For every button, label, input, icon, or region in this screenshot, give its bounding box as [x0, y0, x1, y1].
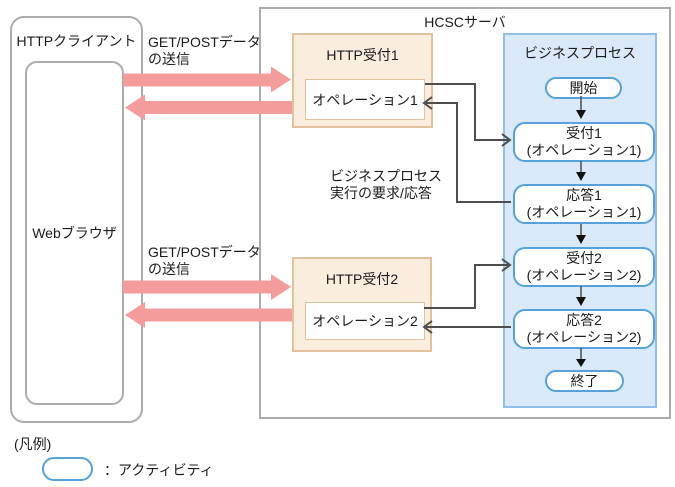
operation-1-box: オペレーション1 [305, 79, 425, 120]
activity-end-label: 終了 [570, 373, 599, 389]
http-client-box: HTTPクライアント Webブラウザ [10, 16, 143, 423]
label-get-post-2-line2: の送信 [148, 261, 190, 277]
activity-reception2: 受付2 (オペレーション2) [513, 247, 655, 287]
legend-caption: (凡例) [14, 436, 52, 452]
label-bp-exec-line1: ビジネスプロセス [330, 168, 442, 184]
activity-reception1-line1: 受付1 [566, 125, 602, 141]
business-process-box: ビジネスプロセス 開始 受付1 (オペレーション1) 応答1 (オペレーション1… [503, 33, 657, 408]
http-client-title: HTTPクライアント [16, 33, 137, 49]
web-browser-box: Webブラウザ [25, 61, 124, 405]
operation-2-label: オペレーション2 [312, 313, 418, 329]
hcsc-server-title: HCSCサーバ [424, 14, 506, 30]
http-reception-2-box: HTTP受付2 オペレーション2 [292, 257, 432, 352]
activity-response1-line2: (オペレーション1) [526, 204, 642, 220]
legend-activity-shape [42, 457, 93, 481]
activity-reception1: 受付1 (オペレーション1) [513, 122, 655, 162]
activity-start: 開始 [545, 77, 622, 99]
activity-response1-line1: 応答1 [566, 187, 602, 203]
label-get-post-2: GET/POSTデータ の送信 [148, 244, 261, 278]
activity-response1: 応答1 (オペレーション1) [513, 184, 655, 224]
legend-activity-label: ：アクティビティ [104, 462, 214, 478]
activity-reception2-line2: (オペレーション2) [526, 267, 642, 283]
label-get-post-1-line1: GET/POSTデータ [148, 34, 261, 50]
label-get-post-2-line1: GET/POSTデータ [148, 244, 261, 260]
activity-response2-line1: 応答2 [566, 312, 602, 328]
label-get-post-1: GET/POSTデータ の送信 [148, 34, 261, 68]
operation-1-label: オペレーション1 [312, 91, 418, 108]
activity-reception1-line2: (オペレーション1) [526, 142, 642, 158]
activity-response2: 応答2 (オペレーション2) [513, 309, 655, 349]
operation-2-box: オペレーション2 [305, 302, 425, 340]
label-get-post-1-line2: の送信 [148, 51, 190, 67]
http-reception-2-title: HTTP受付2 [325, 271, 399, 287]
activity-reception2-line1: 受付2 [566, 250, 602, 266]
activity-start-label: 開始 [569, 80, 598, 96]
activity-response2-line2: (オペレーション2) [526, 329, 642, 345]
activity-end: 終了 [545, 370, 624, 392]
label-bp-exec-line2: 実行の要求/応答 [330, 185, 432, 201]
web-browser-label: Webブラウザ [32, 225, 117, 241]
business-process-title: ビジネスプロセス [524, 45, 636, 61]
http-reception-1-box: HTTP受付1 オペレーション1 [292, 33, 433, 128]
label-bp-exec: ビジネスプロセス 実行の要求/応答 [330, 168, 442, 202]
http-reception-1-title: HTTP受付1 [326, 47, 399, 63]
